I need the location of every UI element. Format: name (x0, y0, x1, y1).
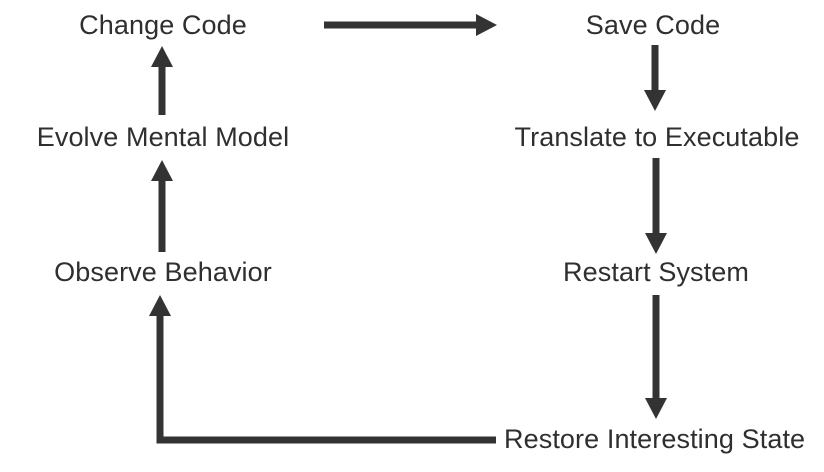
node-save-code: Save Code (585, 10, 721, 40)
edge-evolve-to-change (151, 46, 173, 115)
node-restore-interesting-state: Restore Interesting State (504, 424, 806, 454)
node-change-code: Change Code (79, 10, 247, 40)
edge-save-to-translate (644, 45, 666, 111)
edge-change-to-save (324, 14, 497, 36)
edge-restart-to-restore (645, 295, 667, 419)
node-observe-behavior: Observe Behavior (54, 257, 272, 287)
edge-translate-to-restart (645, 158, 667, 254)
node-restart-system: Restart System (563, 257, 749, 287)
edge-observe-to-evolve (151, 160, 173, 252)
edge-restore-to-observe (149, 295, 496, 444)
node-evolve-mental-model: Evolve Mental Model (36, 122, 290, 152)
node-translate-to-executable: Translate to Executable (514, 122, 800, 152)
